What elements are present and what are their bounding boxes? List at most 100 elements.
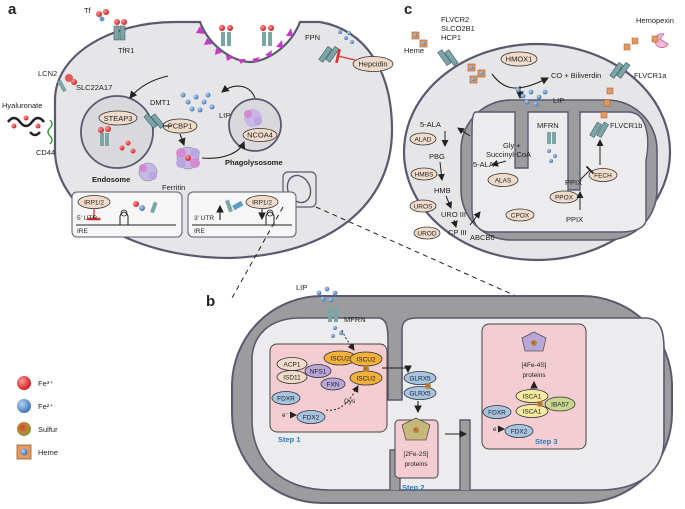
lip-label-c: LIP [553, 96, 564, 105]
uros-label: UROS [414, 204, 433, 211]
fdx2b-pill [504, 424, 534, 438]
phagolysosome-label: Phagolysosome [225, 158, 283, 167]
panel-b-label: b [206, 293, 215, 310]
heme-label-c: Heme [404, 46, 424, 55]
alad-label: ALAD [415, 137, 432, 144]
mfrn-transporter-c [547, 132, 557, 163]
lip-pool [180, 92, 215, 113]
fe2s2-label: [2Fe-2S] [404, 451, 429, 458]
fe3-swatch [17, 376, 31, 390]
urod-label: UROD [417, 231, 436, 238]
slco2b1-label: SLCO2B1 [441, 24, 475, 33]
hmox1-label: HMOX1 [506, 55, 533, 64]
proteins3-label: proteins [522, 372, 546, 379]
cpox-pill [505, 208, 535, 222]
ferritin-cage [138, 146, 200, 182]
cd44-receptor [47, 119, 53, 145]
steap3-label: STEAP3 [104, 114, 133, 123]
co-biliverdin-label: CO + Biliverdin [551, 71, 601, 80]
alad-pill [409, 132, 437, 146]
tfr1-receptor [113, 19, 127, 41]
ferritin-label: Ferritin [162, 183, 185, 192]
legend: Fe³⁺ Fe²⁺ Sulfur Heme [16, 376, 58, 460]
abcb6-label: ABCB6 [470, 233, 495, 242]
steap3-pill [98, 110, 138, 126]
flvcr2-label: FLVCR2 [441, 15, 469, 24]
dmt1-label: DMT1 [150, 98, 170, 107]
isd11-label: ISD11 [283, 375, 301, 382]
hmbs-label: HMBS [415, 172, 434, 179]
dmt1-transporter [143, 113, 165, 129]
hyaluronate-chain [7, 115, 45, 137]
mfrn-label-c: MFRN [537, 121, 559, 130]
step2-label: Step 2 [402, 483, 425, 492]
iba57-label: IBA57 [551, 402, 569, 409]
isca1-b-pill [515, 404, 549, 418]
panel-c-label: c [404, 1, 412, 18]
fdxr-pill [271, 391, 301, 405]
utr3-label: 3' UTR [194, 215, 214, 222]
glrx5-a-label: GLRX5 [409, 376, 431, 383]
uros-pill [409, 199, 437, 213]
step1-label: Step 1 [278, 435, 301, 444]
electron2-label: e⁻ [493, 426, 501, 433]
flvcr1b-label: FLVCR1b [610, 121, 642, 130]
lip-pool-c [515, 87, 548, 107]
fdx2-pill [296, 410, 326, 424]
mfrn-transporter-b [328, 306, 343, 338]
nfs1-pill [304, 364, 332, 378]
hepcidin-label: Hepcidin [358, 60, 387, 69]
lcn2-receptor [57, 74, 77, 93]
pit-tf-complexes [219, 25, 274, 46]
iscu2-a-label: ISCU2 [330, 356, 350, 363]
ire-left-label: IRE [77, 228, 89, 235]
utr5-label: 5' UTR [77, 215, 97, 222]
heme-importer [437, 49, 459, 67]
ppix-b-label: PPIX [566, 215, 583, 224]
fpn-label: FPN [305, 33, 320, 42]
glrx5-a-pill [403, 371, 437, 385]
fdxr2-pill [482, 405, 512, 419]
iscu2-b-label: ISCU2 [356, 357, 376, 364]
endosome [80, 95, 154, 169]
slc22a17-label: SLC22A17 [76, 83, 112, 92]
lip-label-a: LIP [219, 111, 230, 120]
uro3-label: URO III [441, 210, 466, 219]
heme-export-stream [600, 37, 639, 119]
fe2-legend-label: Fe²⁺ [38, 402, 53, 411]
ppix-a-label: PPIX [565, 178, 582, 187]
cys-label: Cys [344, 398, 356, 405]
panel-a: a Tf TfR1 [2, 1, 394, 260]
isca1-a-label: ISCA1 [523, 394, 542, 401]
tfr1-label: TfR1 [118, 46, 134, 55]
fdxr-label: FDXR [277, 396, 295, 403]
tf-label: Tf [84, 6, 92, 15]
panel-c: c FLVCR2 SLCO2B1 HCP1 Heme HMOX1 [402, 1, 674, 262]
zoom-line-right [315, 206, 526, 301]
panel-a-label: a [8, 1, 17, 18]
cd44-label: CD44 [36, 148, 55, 157]
pbg-label: PBG [429, 152, 445, 161]
flvcr1a-exporter [609, 61, 631, 79]
glrx5-b-pill [403, 386, 437, 400]
fe-s-cluster-step1 [363, 366, 369, 372]
iscu2-c-label: ISCU2 [356, 376, 376, 383]
nfs1-label: NFS1 [310, 369, 327, 376]
hemopexin-label: Hemopexin [636, 16, 674, 25]
urod-pill [413, 226, 441, 240]
fdx2b-label: FDX2 [511, 429, 528, 436]
electron-label: e⁻ [282, 412, 290, 419]
heme-legend-label: Heme [38, 448, 58, 457]
sulfur-legend-label: Sulfur [38, 425, 58, 434]
ncoa4-label: NCOA4 [247, 131, 273, 140]
ncoa4-pill [242, 128, 278, 142]
gly-label: Gly + [503, 141, 521, 150]
alas-label: ALAS [495, 178, 512, 185]
ire-box-right [187, 191, 297, 238]
flvcr1a-label: FLVCR1a [634, 71, 667, 80]
fech-label: FECH [594, 173, 612, 180]
isca1-b-label: ISCA1 [523, 409, 542, 416]
cp3-label: CP III [448, 228, 467, 237]
isd11-pill [276, 370, 308, 384]
